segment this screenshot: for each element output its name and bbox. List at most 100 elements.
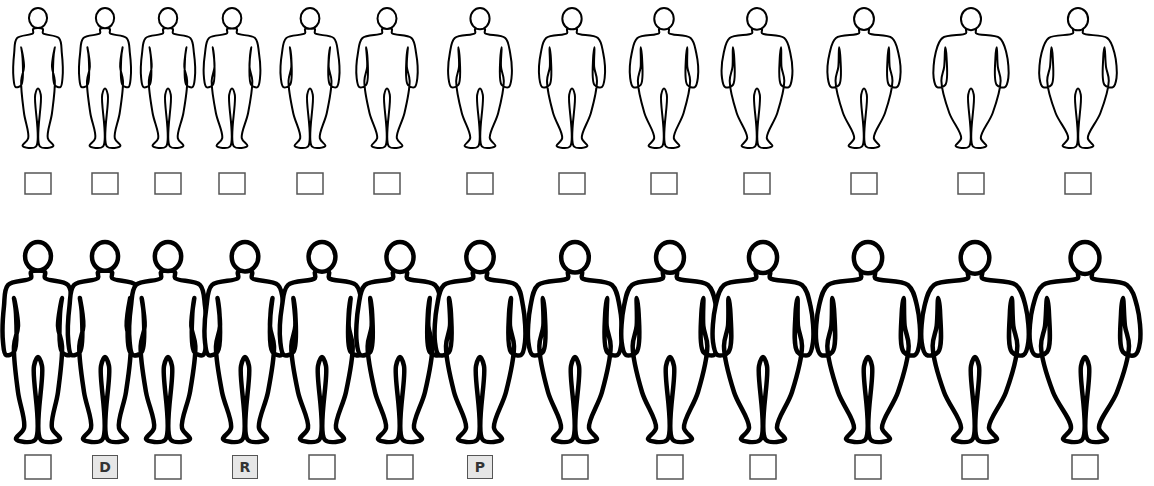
empty-checkbox [25, 173, 51, 194]
body-outline [722, 28, 793, 148]
empty-checkbox [744, 173, 770, 194]
body-silhouette [722, 8, 793, 148]
body-silhouette [539, 8, 605, 148]
empty-checkbox [467, 173, 493, 194]
body-silhouette [448, 8, 512, 148]
labelled-checkbox: P [467, 455, 493, 479]
empty-checkbox [219, 173, 245, 194]
body-silhouette [356, 242, 444, 442]
body-silhouette [129, 242, 206, 442]
head-outline [961, 242, 990, 274]
empty-checkbox [374, 173, 400, 194]
body-silhouette [621, 242, 719, 442]
body-silhouette [528, 242, 622, 442]
body-silhouette [356, 8, 417, 148]
body-outline [435, 271, 526, 442]
head-outline [159, 8, 177, 28]
body-outline [528, 271, 622, 442]
body-outline [933, 28, 1008, 148]
head-outline [1068, 8, 1088, 30]
body-silhouette [630, 8, 698, 148]
body-outline [280, 271, 364, 442]
empty-checkbox [155, 173, 181, 194]
head-outline [854, 242, 882, 273]
head-outline [561, 242, 589, 273]
head-outline [29, 8, 47, 28]
empty-checkbox [651, 173, 677, 194]
body-outline [13, 28, 63, 148]
body-silhouette [828, 8, 901, 148]
body-outline [356, 28, 417, 148]
head-outline [155, 242, 181, 271]
head-outline [378, 8, 397, 29]
body-outline [713, 271, 814, 442]
head-outline [854, 8, 874, 30]
head-outline [25, 242, 51, 271]
empty-checkbox [297, 173, 323, 194]
empty-checkbox [855, 455, 881, 479]
figure-row [3, 242, 1141, 479]
body-silhouette [713, 242, 814, 442]
head-outline [466, 242, 493, 272]
checkbox-letter: R [240, 460, 251, 474]
empty-checkbox [657, 455, 683, 479]
labelled-checkbox: D [92, 455, 118, 479]
body-outline [356, 271, 444, 442]
head-outline [386, 242, 413, 272]
body-silhouette [141, 8, 195, 148]
body-outline [448, 28, 512, 148]
head-outline [749, 242, 777, 273]
head-outline [562, 8, 581, 29]
body-outline [539, 28, 605, 148]
checkbox-letter: P [475, 460, 485, 474]
body-outline [205, 271, 286, 442]
head-outline [1071, 242, 1100, 274]
head-outline [747, 8, 767, 30]
head-outline [301, 8, 320, 29]
body-outline [630, 28, 698, 148]
body-silhouette [3, 242, 74, 442]
checkbox-letter: D [99, 460, 111, 474]
body-silhouette [281, 8, 340, 148]
body-silhouette [1030, 242, 1141, 442]
empty-checkbox [1065, 173, 1091, 194]
head-outline [96, 8, 114, 28]
body-outline [129, 271, 206, 442]
empty-checkbox [559, 173, 585, 194]
body-outline [1030, 271, 1141, 442]
body-silhouette [280, 242, 364, 442]
head-outline [654, 8, 674, 30]
empty-checkbox [1072, 455, 1098, 479]
empty-checkbox [562, 455, 588, 479]
head-outline [232, 242, 259, 271]
body-outline [1039, 28, 1117, 148]
body-outline [921, 271, 1029, 442]
body-outline [79, 28, 131, 148]
empty-checkbox [25, 455, 51, 479]
empty-checkbox [92, 173, 118, 194]
empty-checkbox [309, 455, 335, 479]
body-outline [281, 28, 340, 148]
empty-checkbox [155, 455, 181, 479]
head-outline [92, 242, 118, 271]
body-silhouette [1039, 8, 1117, 148]
body-outline [204, 28, 261, 148]
body-outline [621, 271, 719, 442]
labelled-checkbox: R [232, 455, 258, 479]
empty-checkbox [958, 173, 984, 194]
head-outline [961, 8, 981, 30]
body-outline [141, 28, 195, 148]
body-silhouette [205, 242, 286, 442]
body-silhouette [816, 242, 920, 442]
head-outline [656, 242, 684, 273]
body-outline [3, 271, 74, 442]
figure-row [13, 8, 1117, 194]
body-silhouette [921, 242, 1029, 442]
head-outline [223, 8, 242, 29]
empty-checkbox [962, 455, 988, 479]
body-outline [816, 271, 920, 442]
head-outline [470, 8, 489, 29]
body-silhouette [933, 8, 1008, 148]
